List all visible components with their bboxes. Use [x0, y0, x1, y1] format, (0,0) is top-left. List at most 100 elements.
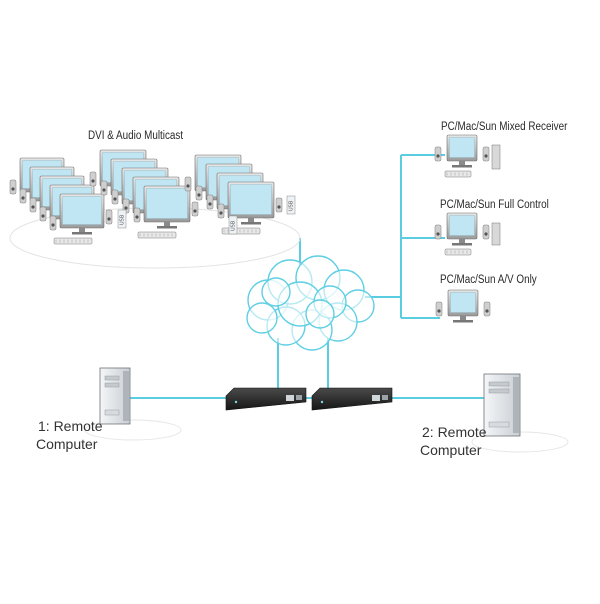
remote-computer-2-label-line2: Computer	[420, 442, 482, 458]
speaker-cone	[107, 217, 111, 221]
device-body	[311, 387, 393, 411]
cloud-puff	[305, 299, 335, 329]
connection-lines	[130, 154, 485, 399]
keyboard-body	[137, 231, 177, 239]
workstation-cluster	[89, 149, 199, 239]
speaker-body	[191, 201, 199, 217]
speaker-body	[195, 185, 203, 201]
drive-bay	[104, 382, 120, 388]
usb-box	[286, 195, 296, 215]
monitor-screen	[146, 188, 188, 219]
station-monitor	[446, 212, 478, 246]
multicast-keyboard	[137, 231, 177, 239]
speaker-cone	[91, 179, 95, 183]
speaker-cone	[484, 232, 488, 236]
speaker-cone	[277, 205, 281, 209]
speaker-body	[29, 197, 37, 213]
speaker-cone	[485, 309, 489, 313]
monitor-foot	[452, 243, 472, 246]
device-port	[372, 395, 380, 401]
station-speaker-right	[482, 146, 490, 162]
full-control-station	[434, 212, 490, 256]
usb-box	[228, 215, 238, 235]
monitor-screen	[449, 215, 475, 236]
speaker-cone	[437, 309, 441, 313]
speaker-body	[89, 171, 97, 187]
drive-bay	[488, 421, 510, 428]
speaker-cone	[135, 215, 139, 219]
workstation-cluster	[9, 157, 113, 245]
tower-shadow	[84, 419, 182, 441]
speaker-right	[191, 201, 199, 217]
monitor-screen	[449, 137, 475, 158]
monitor-neck	[248, 218, 254, 222]
speaker-left	[195, 185, 203, 201]
monitor-screen	[450, 292, 476, 313]
keyboard-body	[221, 227, 261, 235]
usb-box	[117, 209, 127, 229]
speaker-body	[133, 207, 141, 223]
multicast-keyboard	[53, 237, 93, 245]
keyboard-body	[444, 170, 472, 178]
monitor-foot	[72, 232, 92, 235]
usb-tag: USB	[117, 209, 127, 229]
device-port	[286, 395, 294, 401]
speaker-left	[111, 189, 119, 205]
usb-tag-text: USB	[289, 200, 295, 211]
keyboard-body	[444, 248, 472, 256]
speaker-cone	[124, 206, 128, 210]
av-only-station	[435, 289, 491, 323]
speaker-body	[275, 197, 283, 213]
drive-bay	[488, 381, 510, 387]
device-port	[382, 395, 388, 400]
full-control-label: PC/Mac/Sun Full Control	[440, 199, 549, 211]
speaker-body	[434, 224, 442, 240]
multicast-label: DVI & Audio Multicast	[88, 130, 184, 142]
drive-bay	[488, 388, 510, 394]
multicast-monitor	[59, 193, 105, 235]
speaker-left	[206, 194, 214, 210]
speaker-cone	[208, 202, 212, 206]
multicast-keyboard	[221, 227, 261, 235]
speaker-body	[482, 146, 490, 162]
speaker-body	[482, 224, 490, 240]
drive-bay	[104, 375, 120, 381]
av-only-label: PC/Mac/Sun A/V Only	[440, 274, 537, 286]
mixed-receiver-label: PC/Mac/Sun Mixed Receiver	[441, 121, 568, 133]
speaker-cone	[102, 188, 106, 192]
workstation-cluster	[184, 154, 283, 235]
speaker-cone	[193, 209, 197, 213]
speaker-body	[19, 188, 27, 204]
device-body	[225, 387, 307, 411]
tower-side	[513, 377, 519, 433]
monitor-foot	[452, 165, 472, 168]
station-monitor	[447, 289, 479, 323]
receiver-stations	[434, 134, 501, 323]
monitor-neck	[459, 239, 465, 243]
speaker-body	[100, 180, 108, 196]
speaker-left	[19, 188, 27, 204]
speaker-body	[9, 179, 17, 195]
monitor-screen	[230, 184, 272, 215]
station-speaker-right	[483, 301, 491, 317]
speaker-left	[100, 180, 108, 196]
multicast-monitor	[227, 181, 275, 225]
multicast-workstation-group: USB USB USB	[9, 149, 301, 269]
speaker-left	[39, 206, 47, 222]
monitor-screen	[62, 196, 102, 225]
remote-computer-1-tower	[84, 367, 182, 441]
usb-tag-text: USB	[231, 220, 237, 231]
speaker-cone	[113, 197, 117, 201]
station-keyboard	[444, 248, 472, 256]
speaker-left	[133, 207, 141, 223]
speaker-body	[39, 206, 47, 222]
monitor-foot	[241, 222, 261, 225]
speaker-left	[217, 203, 225, 219]
multicast-monitor	[143, 185, 191, 229]
station-monitor	[446, 134, 478, 168]
usb-tag-text: USB	[120, 214, 126, 225]
remote-computer-2-label-line1: 2: Remote	[422, 424, 487, 440]
monitor-foot	[157, 226, 177, 229]
speaker-cone	[436, 232, 440, 236]
full-control-tower	[491, 222, 501, 246]
